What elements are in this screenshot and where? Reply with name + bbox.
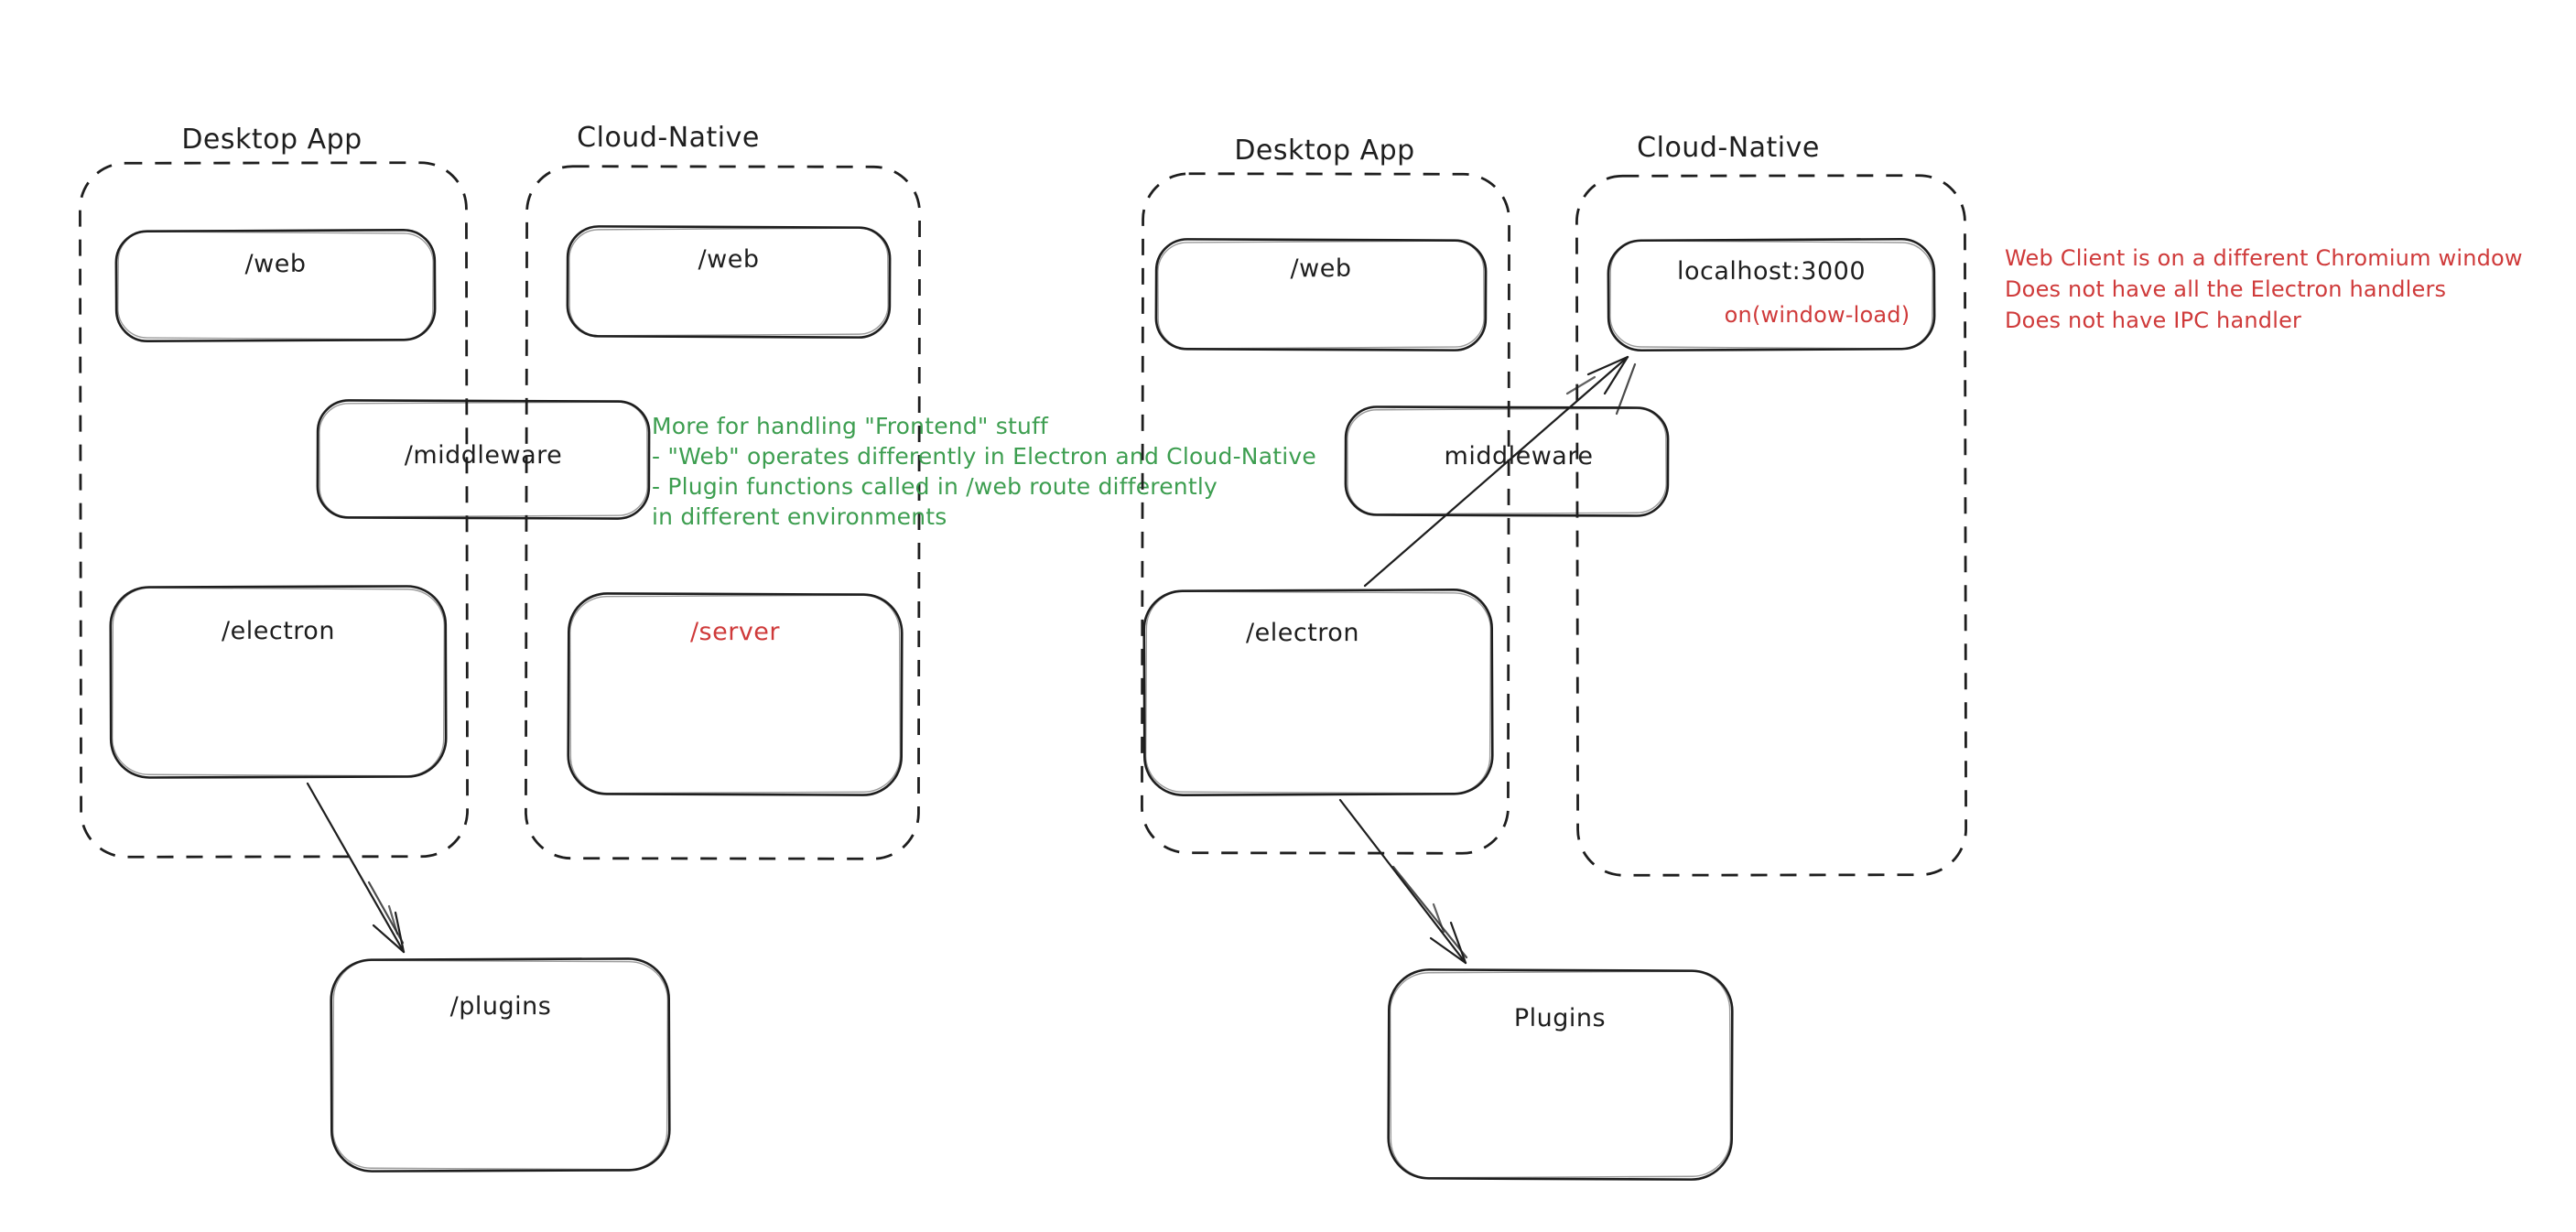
left-green-note-line-3: - Plugin functions called in /web route … — [652, 473, 1218, 500]
right-plugins-box — [1387, 968, 1734, 1181]
right-red-note: Web Client is on a different Chromium wi… — [2005, 245, 2523, 333]
left-cloud-native-container — [525, 165, 921, 860]
left-green-note-line-2: - "Web" operates differently in Electron… — [652, 443, 1316, 470]
right-red-note-line-1: Web Client is on a different Chromium wi… — [2005, 245, 2523, 271]
left-desktop-app-label: Desktop App — [181, 124, 362, 156]
right-desktop-app-container — [1141, 172, 1510, 855]
left-web-box — [114, 228, 437, 343]
left-electron-box-label: /electron — [222, 617, 335, 645]
left-diagram: Desktop App Cloud-Native /web /web /midd… — [79, 122, 1316, 1173]
left-desktop-app-container — [79, 161, 469, 859]
right-diagram: Desktop App Cloud-Native /web localhost:… — [1141, 132, 2523, 1181]
left-middleware-box-label: /middleware — [405, 441, 563, 470]
left-web-box-sketch-stroke — [117, 231, 434, 340]
left-electron-box-sketch-stroke — [111, 587, 446, 777]
right-plugins-box-sketch-stroke — [1389, 970, 1732, 1179]
left-cloud-web-box-sketch-stroke — [568, 227, 889, 337]
left-server-box-sketch-stroke — [568, 594, 902, 794]
left-plugins-box-label: /plugins — [450, 992, 552, 1021]
left-electron-to-plugins-arrow — [306, 782, 406, 954]
right-middleware-box-sketch-stroke — [1347, 407, 1667, 515]
right-electron-box-sketch-stroke — [1144, 590, 1492, 794]
right-localhost-box-label: localhost:3000 — [1677, 257, 1866, 286]
right-electron-to-plugins-arrow — [1338, 798, 1468, 965]
left-cloud-web-box-label: /web — [698, 245, 760, 274]
right-cloud-native-container — [1575, 174, 1967, 877]
left-green-note-line-4: in different environments — [652, 503, 947, 530]
left-middleware-box — [316, 399, 651, 520]
right-red-note-line-3: Does not have IPC handler — [2005, 308, 2301, 333]
right-electron-box-label: /electron — [1246, 619, 1359, 647]
left-plugins-box-sketch-stroke — [331, 959, 669, 1171]
right-localhost-window-load-label: on(window-load) — [1725, 302, 1910, 328]
right-web-box-label: /web — [1291, 254, 1352, 283]
left-web-box-label: /web — [245, 250, 307, 278]
left-cloud-web-box — [566, 225, 892, 339]
right-cloud-native-label: Cloud-Native — [1637, 132, 1820, 164]
right-red-note-line-2: Does not have all the Electron handlers — [2005, 276, 2446, 302]
right-middleware-box — [1344, 405, 1670, 517]
right-web-box — [1154, 238, 1488, 351]
right-plugins-box-label: Plugins — [1514, 1004, 1606, 1032]
right-localhost-box-sketch-stroke — [1609, 240, 1933, 350]
right-localhost-box — [1607, 237, 1936, 352]
left-green-note-line-1: More for handling "Frontend" stuff — [652, 413, 1049, 439]
right-web-box-sketch-stroke — [1157, 240, 1485, 350]
right-middleware-box-label: middleware — [1445, 442, 1594, 470]
left-server-box-label: /server — [690, 618, 780, 646]
right-electron-box — [1142, 589, 1494, 796]
left-electron-box — [109, 585, 448, 779]
left-cloud-native-label: Cloud-Native — [577, 122, 760, 154]
left-server-box — [567, 592, 904, 796]
right-desktop-app-label: Desktop App — [1234, 135, 1414, 167]
right-electron-to-localhost-arrow — [1363, 355, 1637, 588]
left-green-note: More for handling "Frontend" stuff - "We… — [652, 413, 1316, 530]
left-middleware-box-sketch-stroke — [319, 401, 648, 518]
left-plugins-box — [330, 957, 671, 1173]
